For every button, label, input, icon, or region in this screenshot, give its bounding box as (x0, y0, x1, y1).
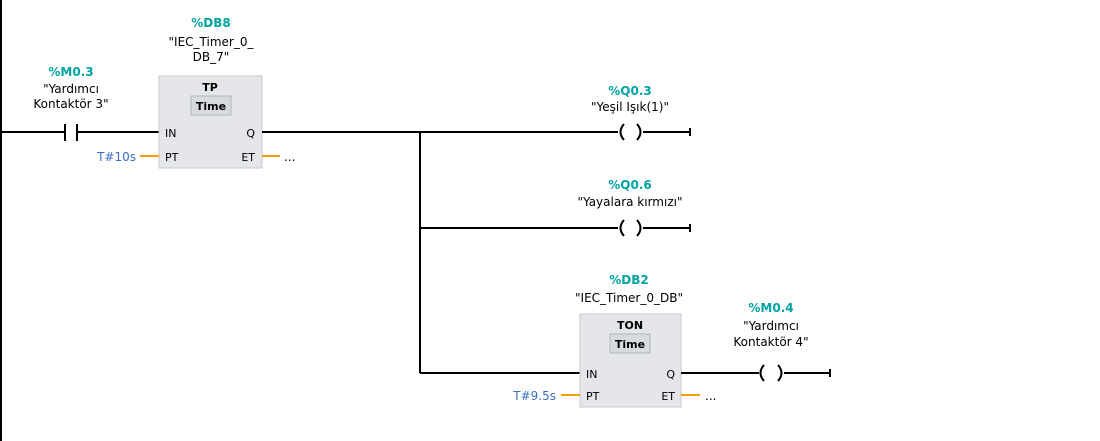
contact-m0-3-name-line1: "Yardımcı (43, 82, 99, 96)
ton-et-value[interactable]: ... (705, 389, 716, 403)
contact-m0-3-name-line2: Kontaktör 3" (33, 97, 108, 111)
coil-m0-4-address: %M0.4 (748, 301, 793, 315)
tp-type: TP (202, 81, 218, 94)
tp-datatype: Time (196, 100, 226, 113)
tp-pt-value[interactable]: T#10s (96, 150, 136, 164)
coil-m0-4[interactable]: %M0.4 "Yardımcı Kontaktör 4" (733, 301, 831, 382)
ton-db-name: "IEC_Timer_0_DB" (575, 291, 683, 305)
ton-box (579, 313, 682, 408)
tp-db-name-line2: DB_7" (193, 50, 230, 64)
tp-pin-in: IN (165, 127, 176, 140)
tp-pin-q: Q (246, 127, 255, 140)
coil-q0-6-address: %Q0.6 (608, 178, 651, 192)
coil-q0-6-left-arc (619, 219, 625, 237)
tp-box (158, 75, 263, 169)
ton-pin-in: IN (586, 368, 597, 381)
contact-m0-3[interactable]: %M0.3 "Yardımcı Kontaktör 3" (1, 65, 160, 141)
coil-q0-3-left-arc (619, 123, 625, 141)
ton-datatype: Time (615, 338, 645, 351)
coil-q0-6[interactable]: %Q0.6 "Yayalara kırmızı" (578, 178, 691, 237)
ton-datatype-box[interactable] (609, 333, 651, 354)
coil-m0-4-right-arc (777, 364, 783, 382)
coil-q0-3-name: "Yeşil Işık(1)" (591, 100, 669, 114)
coil-m0-4-name-line1: "Yardımcı (743, 319, 799, 333)
ton-pt-value[interactable]: T#9.5s (512, 389, 556, 403)
timer-ton-block[interactable]: %DB2 "IEC_Timer_0_DB" TON Time IN Q PT E… (512, 273, 716, 408)
tp-db-name-line1: "IEC_Timer_0_ (169, 35, 255, 49)
coil-m0-4-name-line2: Kontaktör 4" (733, 335, 808, 349)
tp-db-address: %DB8 (191, 16, 230, 30)
coil-q0-3-address: %Q0.3 (608, 84, 651, 98)
ton-pin-pt: PT (586, 390, 600, 403)
tp-et-value[interactable]: ... (284, 150, 295, 164)
tp-pin-pt: PT (165, 151, 179, 164)
ton-pin-q: Q (666, 368, 675, 381)
ton-db-address: %DB2 (609, 273, 648, 287)
ton-pin-et: ET (661, 390, 675, 403)
ton-type: TON (617, 319, 643, 332)
coil-q0-3[interactable]: %Q0.3 "Yeşil Işık(1)" (591, 84, 691, 141)
tp-datatype-box[interactable] (190, 95, 232, 116)
coil-q0-6-right-arc (636, 219, 642, 237)
contact-m0-3-address: %M0.3 (48, 65, 93, 79)
timer-tp-block[interactable]: %DB8 "IEC_Timer_0_ DB_7" TP Time IN Q PT… (96, 16, 295, 169)
coil-q0-3-right-arc (636, 123, 642, 141)
coil-m0-4-left-arc (759, 364, 765, 382)
coil-q0-6-name: "Yayalara kırmızı" (578, 195, 683, 209)
tp-pin-et: ET (241, 151, 255, 164)
